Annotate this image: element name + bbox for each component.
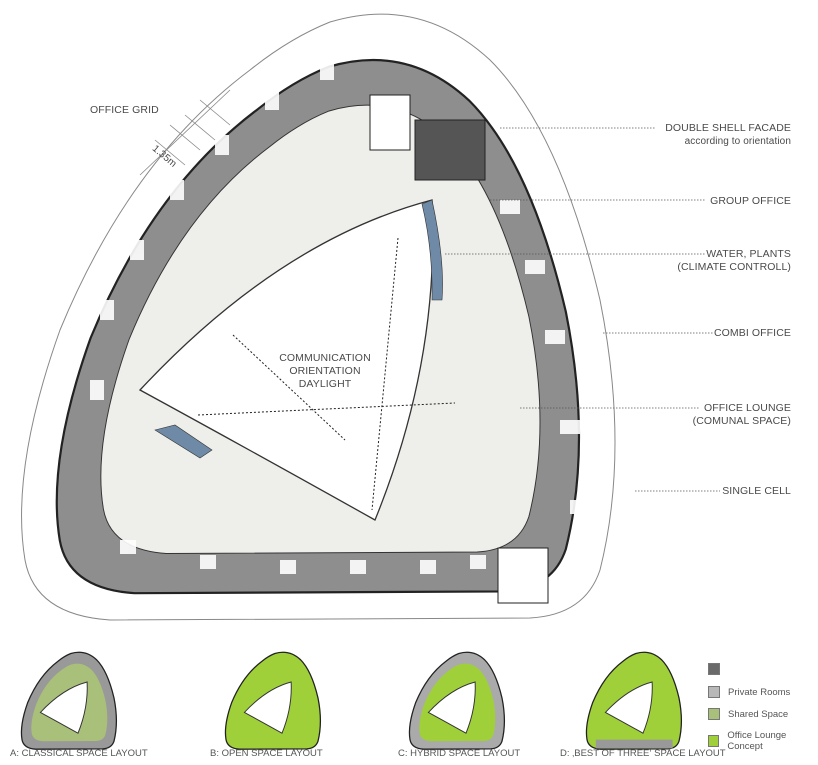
variant-thumbnails: [20, 651, 683, 750]
center-label-line: ORIENTATION: [289, 365, 361, 377]
water-label: WATER, PLANTS (CLIMATE CONTROLL): [677, 248, 791, 274]
legend-swatch: [708, 686, 720, 698]
water-basin: [421, 199, 443, 301]
legend-label: Shared Space: [728, 708, 789, 720]
communication-arrows: [197, 237, 456, 511]
legend-item: Shared Space: [708, 708, 788, 720]
center-label: COMMUNICATION ORIENTATION DAYLIGHT: [270, 352, 380, 391]
legend-item: [708, 663, 728, 675]
water-basin-2: [154, 424, 213, 459]
variant-caption-d: D: ‚BEST OF THREE‘ SPACE LAYOUT: [560, 748, 726, 759]
single-cell-label: SINGLE CELL: [722, 485, 791, 497]
water-title: WATER, PLANTS: [706, 248, 791, 260]
office-grid-label: OFFICE GRID: [90, 104, 159, 116]
legend-item: Office Lounge Concept: [708, 730, 818, 752]
elevator-shafts: [369, 94, 411, 151]
legend-label: Office Lounge Concept: [727, 730, 787, 752]
facade-title: DOUBLE SHELL FACADE: [665, 122, 791, 134]
facade-label: DOUBLE SHELL FACADE according to orienta…: [665, 122, 791, 148]
legend-swatch: [708, 708, 720, 720]
facade-subtitle: according to orientation: [684, 136, 791, 147]
office-grid-lines: [139, 89, 231, 176]
leader-lines: [445, 127, 720, 492]
legend-label: Private Rooms: [728, 686, 791, 698]
lounge-label: OFFICE LOUNGE (COMUNAL SPACE): [693, 402, 791, 428]
center-label-line: COMMUNICATION: [279, 352, 371, 364]
legend-swatch: [708, 663, 720, 675]
core-services: [414, 119, 486, 181]
desk-layout: [90, 60, 590, 574]
group-office-label: GROUP OFFICE: [710, 195, 791, 207]
stairwell: [497, 547, 549, 604]
variant-caption-b: B: OPEN SPACE LAYOUT: [210, 748, 323, 759]
lounge-title: OFFICE LOUNGE: [703, 402, 791, 414]
variant-caption-c: C: HYBRID SPACE LAYOUT: [398, 748, 521, 759]
legend-swatch: [708, 735, 720, 747]
combi-office-label: COMBI OFFICE: [713, 327, 791, 339]
legend-item: Private Rooms: [708, 686, 790, 698]
variant-caption-a: A: CLASSICAL SPACE LAYOUT: [10, 748, 148, 759]
water-subtitle: (CLIMATE CONTROLL): [677, 261, 791, 273]
central-atrium: [138, 199, 434, 521]
lounge-subtitle: (COMUNAL SPACE): [692, 415, 791, 427]
center-label-line: DAYLIGHT: [298, 378, 352, 390]
